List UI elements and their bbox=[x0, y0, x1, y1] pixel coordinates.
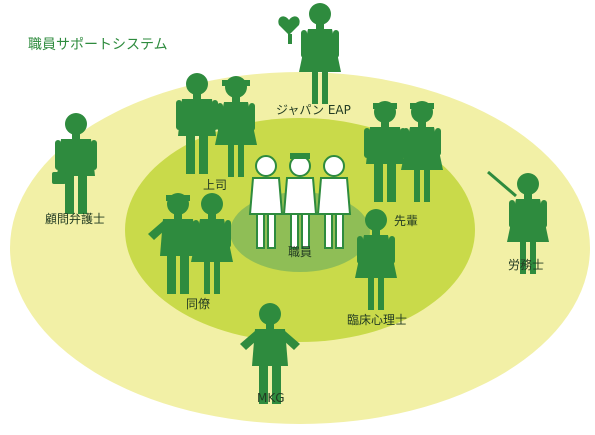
label-legal-advisor: 顧問弁護士 bbox=[45, 212, 106, 226]
label-senior: 先輩 bbox=[394, 214, 419, 228]
colleague-figures bbox=[148, 193, 233, 294]
label-boss: 上司 bbox=[203, 178, 228, 192]
label-labor-consultant: 労務士 bbox=[508, 258, 545, 272]
label-colleague: 同僚 bbox=[186, 297, 211, 311]
nurse-cap-icon bbox=[410, 103, 434, 109]
senior-figures bbox=[364, 101, 443, 202]
labor-consultant-figure bbox=[487, 170, 549, 274]
legal-advisor-figure bbox=[52, 113, 97, 214]
center-label: 職員 bbox=[288, 245, 313, 259]
label-mkg: MKG bbox=[257, 391, 285, 405]
nurse-cap-icon bbox=[222, 80, 250, 86]
page-title: 職員サポートシステム bbox=[28, 37, 168, 53]
pointer-stick-icon bbox=[487, 170, 517, 198]
nurse-cap-icon bbox=[290, 153, 310, 159]
japan-eap-figure bbox=[278, 3, 341, 104]
label-clinical-psychologist: 臨床心理士 bbox=[347, 313, 408, 327]
nurse-cap-icon bbox=[373, 103, 397, 109]
heart-icon bbox=[278, 16, 300, 35]
briefcase-icon bbox=[52, 172, 66, 184]
nurse-cap-icon bbox=[166, 195, 190, 201]
center-staff-group bbox=[249, 153, 351, 249]
label-japan-eap: ジャパン EAP bbox=[276, 103, 351, 117]
boss-figures bbox=[176, 73, 257, 177]
